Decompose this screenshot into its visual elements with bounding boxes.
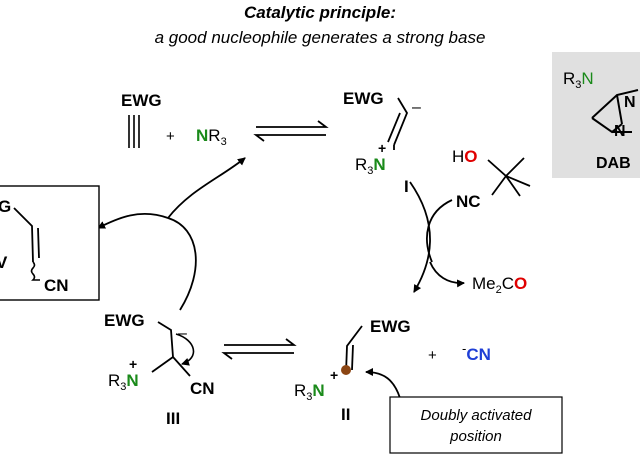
cyanide-ion: -CN [462, 341, 491, 364]
title: Catalytic principle: [244, 3, 396, 22]
intermediate-III-amine: R3N [108, 371, 139, 393]
equilibrium-arrow-2 [221, 338, 297, 360]
doubly-activated-position-dot [341, 365, 351, 375]
arrow-acetone-out [429, 261, 465, 288]
cyanohydrin-hydroxyl: HO [452, 147, 478, 166]
intermediate-I-label: I [404, 177, 409, 196]
intermediate-I-amine: R3N [355, 155, 386, 177]
arrow-I-to-II [409, 181, 431, 293]
product-box-border [0, 185, 100, 301]
dabco-cage-bonds [591, 89, 639, 134]
arrow-cycle-left [97, 213, 197, 311]
intermediate-III-charge: – [178, 325, 187, 342]
callout-line-2: position [449, 428, 502, 445]
intermediate-II-label: II [341, 405, 350, 424]
intermediate-I: EWG – + R3N I [343, 89, 421, 196]
dabco-nitrogen: N [614, 123, 626, 140]
callout-box [389, 396, 563, 454]
equilibrium-arrow-1 [253, 120, 329, 142]
intermediate-I-plus: + [378, 140, 386, 156]
intermediate-I-bonds [387, 97, 409, 150]
acetone: Me2CO [472, 274, 527, 296]
callout-line-1: Doubly activated [421, 407, 533, 424]
intermediate-II-ewg: EWG [370, 317, 411, 336]
intermediate-III-plus: + [129, 356, 137, 372]
alkyne-triple-bond [128, 115, 140, 148]
dabco-label: DAB [596, 155, 631, 172]
subtitle: a good nucleophile generates a strong ba… [155, 28, 486, 47]
product-nitrile: CN [44, 276, 69, 295]
dabco-nitrogen-top: N [624, 94, 636, 111]
intermediate-III-label: III [166, 409, 180, 428]
amine-nr3: NR3 [196, 126, 227, 148]
intermediate-III-curly-arrow [175, 333, 195, 366]
callout-arrow [365, 368, 401, 399]
intermediate-II-plus: + [330, 367, 338, 383]
intermediate-II: EWG + R3N II [294, 317, 411, 424]
cyanohydrin-bonds [487, 157, 531, 197]
product-ewg-fragment: G [0, 197, 11, 216]
product-box: G V CN [0, 185, 100, 301]
product-bonds [13, 207, 40, 263]
plus-sign-1: + [166, 128, 175, 145]
cyanohydrin-nitrile: NC [456, 192, 481, 211]
arrow-III-to-catalyst [167, 157, 246, 219]
product-wavy-bond [30, 261, 40, 281]
product-label: V [0, 253, 8, 272]
intermediate-III-bonds [151, 321, 191, 377]
plus-sign-2: + [428, 347, 437, 364]
intermediate-III: EWG – + R3N CN III [104, 311, 215, 428]
intermediate-III-nitrile: CN [190, 379, 215, 398]
acetone-cyanohydrin: HO NC [452, 147, 531, 211]
alkyne: EWG [121, 91, 162, 148]
intermediate-I-ewg: EWG [343, 89, 384, 108]
catalyst-panel: R3N N N DAB [552, 52, 640, 178]
intermediate-II-amine: R3N [294, 381, 325, 403]
arrow-cyanohydrin-in [426, 199, 453, 263]
intermediate-I-charge: – [412, 99, 421, 116]
catalyst-amine-label: R3N [563, 69, 594, 91]
intermediate-III-ewg: EWG [104, 311, 145, 330]
doubly-activated-callout: Doubly activated position [365, 368, 563, 454]
intermediate-II-bonds [345, 325, 363, 374]
alkyne-ewg: EWG [121, 91, 162, 110]
